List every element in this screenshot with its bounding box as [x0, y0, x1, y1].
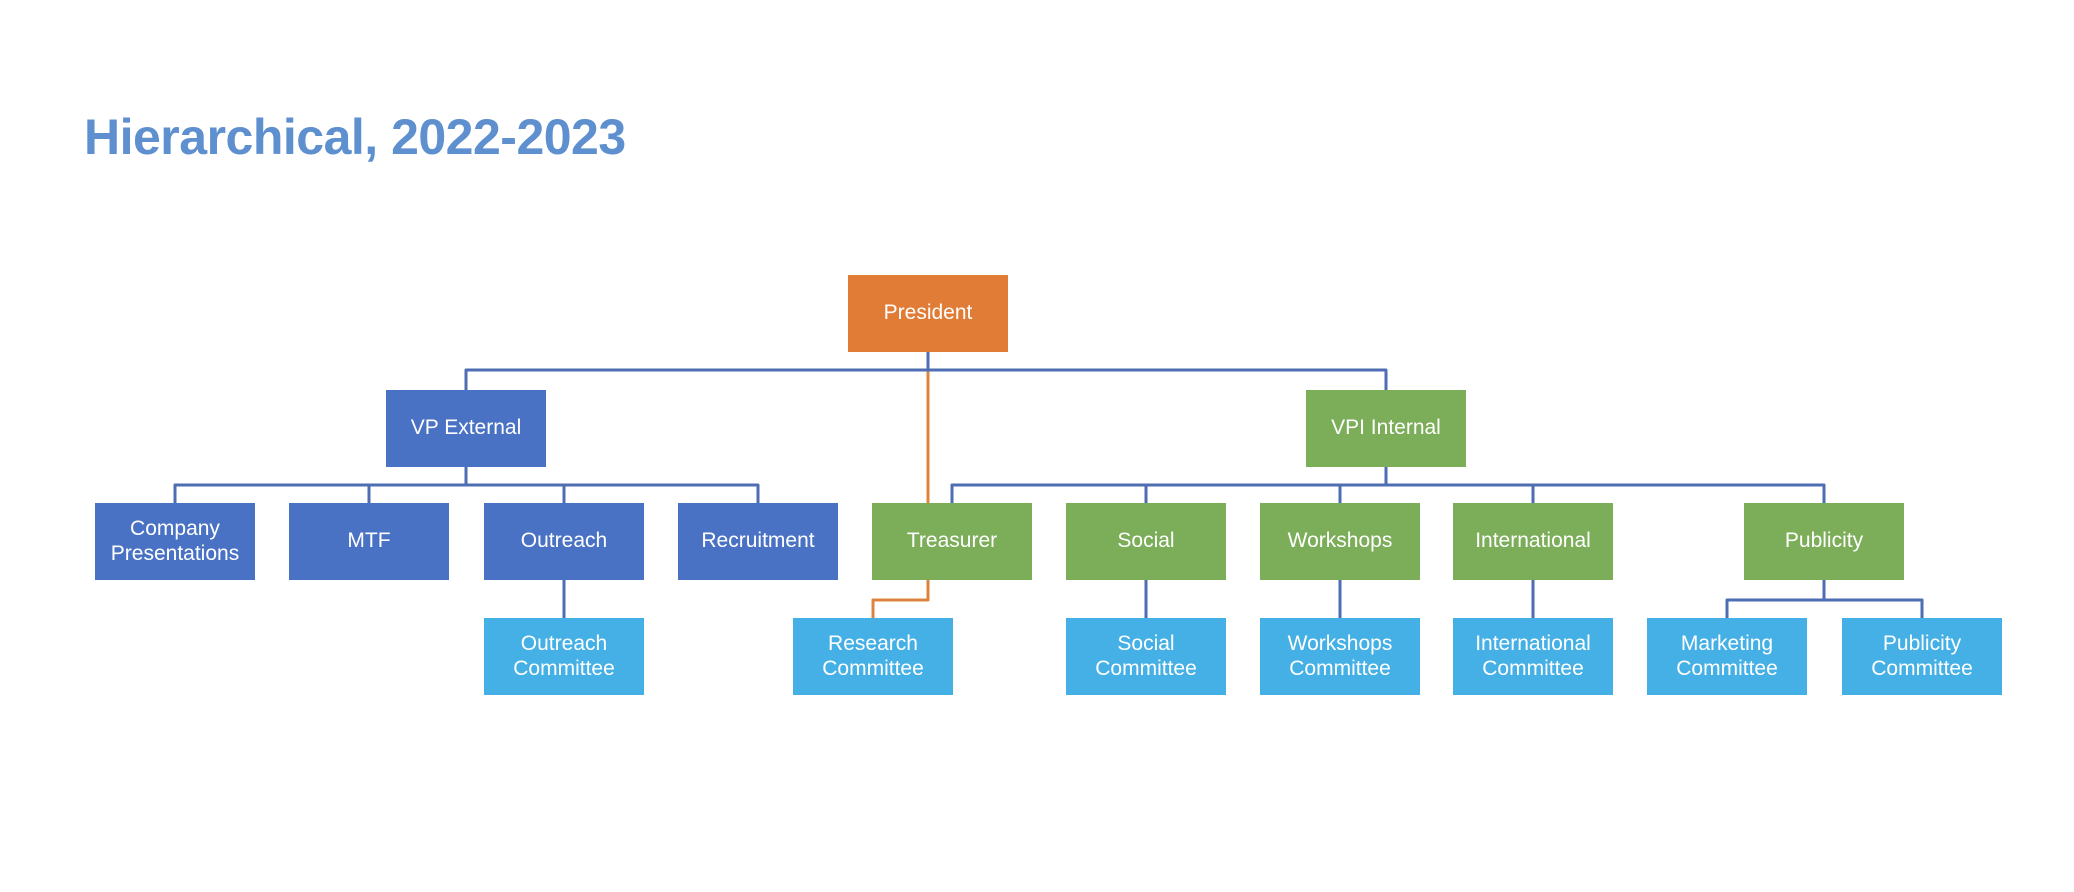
connector-vpi-internal-child-drops [1144, 485, 1535, 503]
node-vp-external: VP External [386, 390, 546, 467]
node-publicity: Publicity [1744, 503, 1904, 580]
node-workshops: Workshops [1260, 503, 1420, 580]
node-publicity-committee: Publicity Committee [1842, 618, 2002, 695]
node-international-committee: International Committee [1453, 618, 1613, 695]
node-outreach-committee: Outreach Committee [484, 618, 644, 695]
node-vpi-internal: VPI Internal [1306, 390, 1466, 467]
connector-president-to-research-committee [871, 368, 930, 618]
node-international: International [1453, 503, 1613, 580]
node-recruitment: Recruitment [678, 503, 838, 580]
node-social: Social [1066, 503, 1226, 580]
node-treasurer: Treasurer [872, 503, 1032, 580]
node-outreach: Outreach [484, 503, 644, 580]
connector-vp-external-child-drops [367, 485, 566, 503]
node-workshops-committee: Workshops Committee [1260, 618, 1420, 695]
node-marketing-committee: Marketing Committee [1647, 618, 1807, 695]
connector-vpi-internal-children-bar [950, 483, 1826, 503]
node-social-committee: Social Committee [1066, 618, 1226, 695]
node-mtf: MTF [289, 503, 449, 580]
node-president: President [848, 275, 1008, 352]
connector-publicity-children-bar [1725, 598, 1924, 618]
slide-title: Hierarchical, 2022-2023 [84, 109, 626, 165]
connector-vp-external-children-bar [173, 483, 760, 503]
node-research-committee: Research Committee [793, 618, 953, 695]
connector-president-children-bar [464, 368, 1388, 390]
node-company-presentations: Company Presentations [95, 503, 255, 580]
